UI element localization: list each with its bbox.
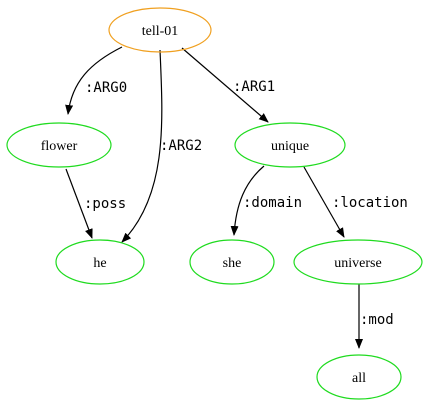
edge-label-mod: :mod <box>360 312 394 328</box>
edge-label-arg0: :ARG0 <box>85 80 127 96</box>
node-all: all <box>316 354 402 400</box>
edge-label-location: :location <box>332 195 408 211</box>
edge-label-arg2: :ARG2 <box>160 138 202 154</box>
edges <box>65 46 363 349</box>
node-tell: tell-01 <box>108 7 212 53</box>
node-unique: unique <box>234 122 346 168</box>
node-label-all: all <box>352 371 366 386</box>
edge-arg2 <box>121 49 163 243</box>
node-label-unique: unique <box>271 139 309 154</box>
edge-domain <box>230 165 265 236</box>
edge-label-domain: :domain <box>243 195 302 211</box>
edge-poss <box>65 168 93 239</box>
node-he: he <box>55 239 145 285</box>
node-universe: universe <box>293 239 423 285</box>
node-flower: flower <box>6 122 112 168</box>
edge-label-arg1: :ARG1 <box>233 79 275 95</box>
edge-location <box>303 166 345 238</box>
node-label-flower: flower <box>41 139 78 154</box>
edge-arg0 <box>65 46 123 115</box>
node-label-he: he <box>93 256 106 271</box>
edge-labels: :ARG0 :ARG2 :ARG1 :poss :domain :locatio… <box>84 79 408 328</box>
nodes: tell-01 flower unique he she universe al… <box>6 7 423 400</box>
edge-label-poss: :poss <box>84 196 126 212</box>
node-label-she: she <box>223 256 242 271</box>
edge-arg1 <box>181 47 269 123</box>
node-she: she <box>189 239 275 285</box>
node-label-universe: universe <box>334 256 381 271</box>
node-label-tell: tell-01 <box>142 24 179 39</box>
